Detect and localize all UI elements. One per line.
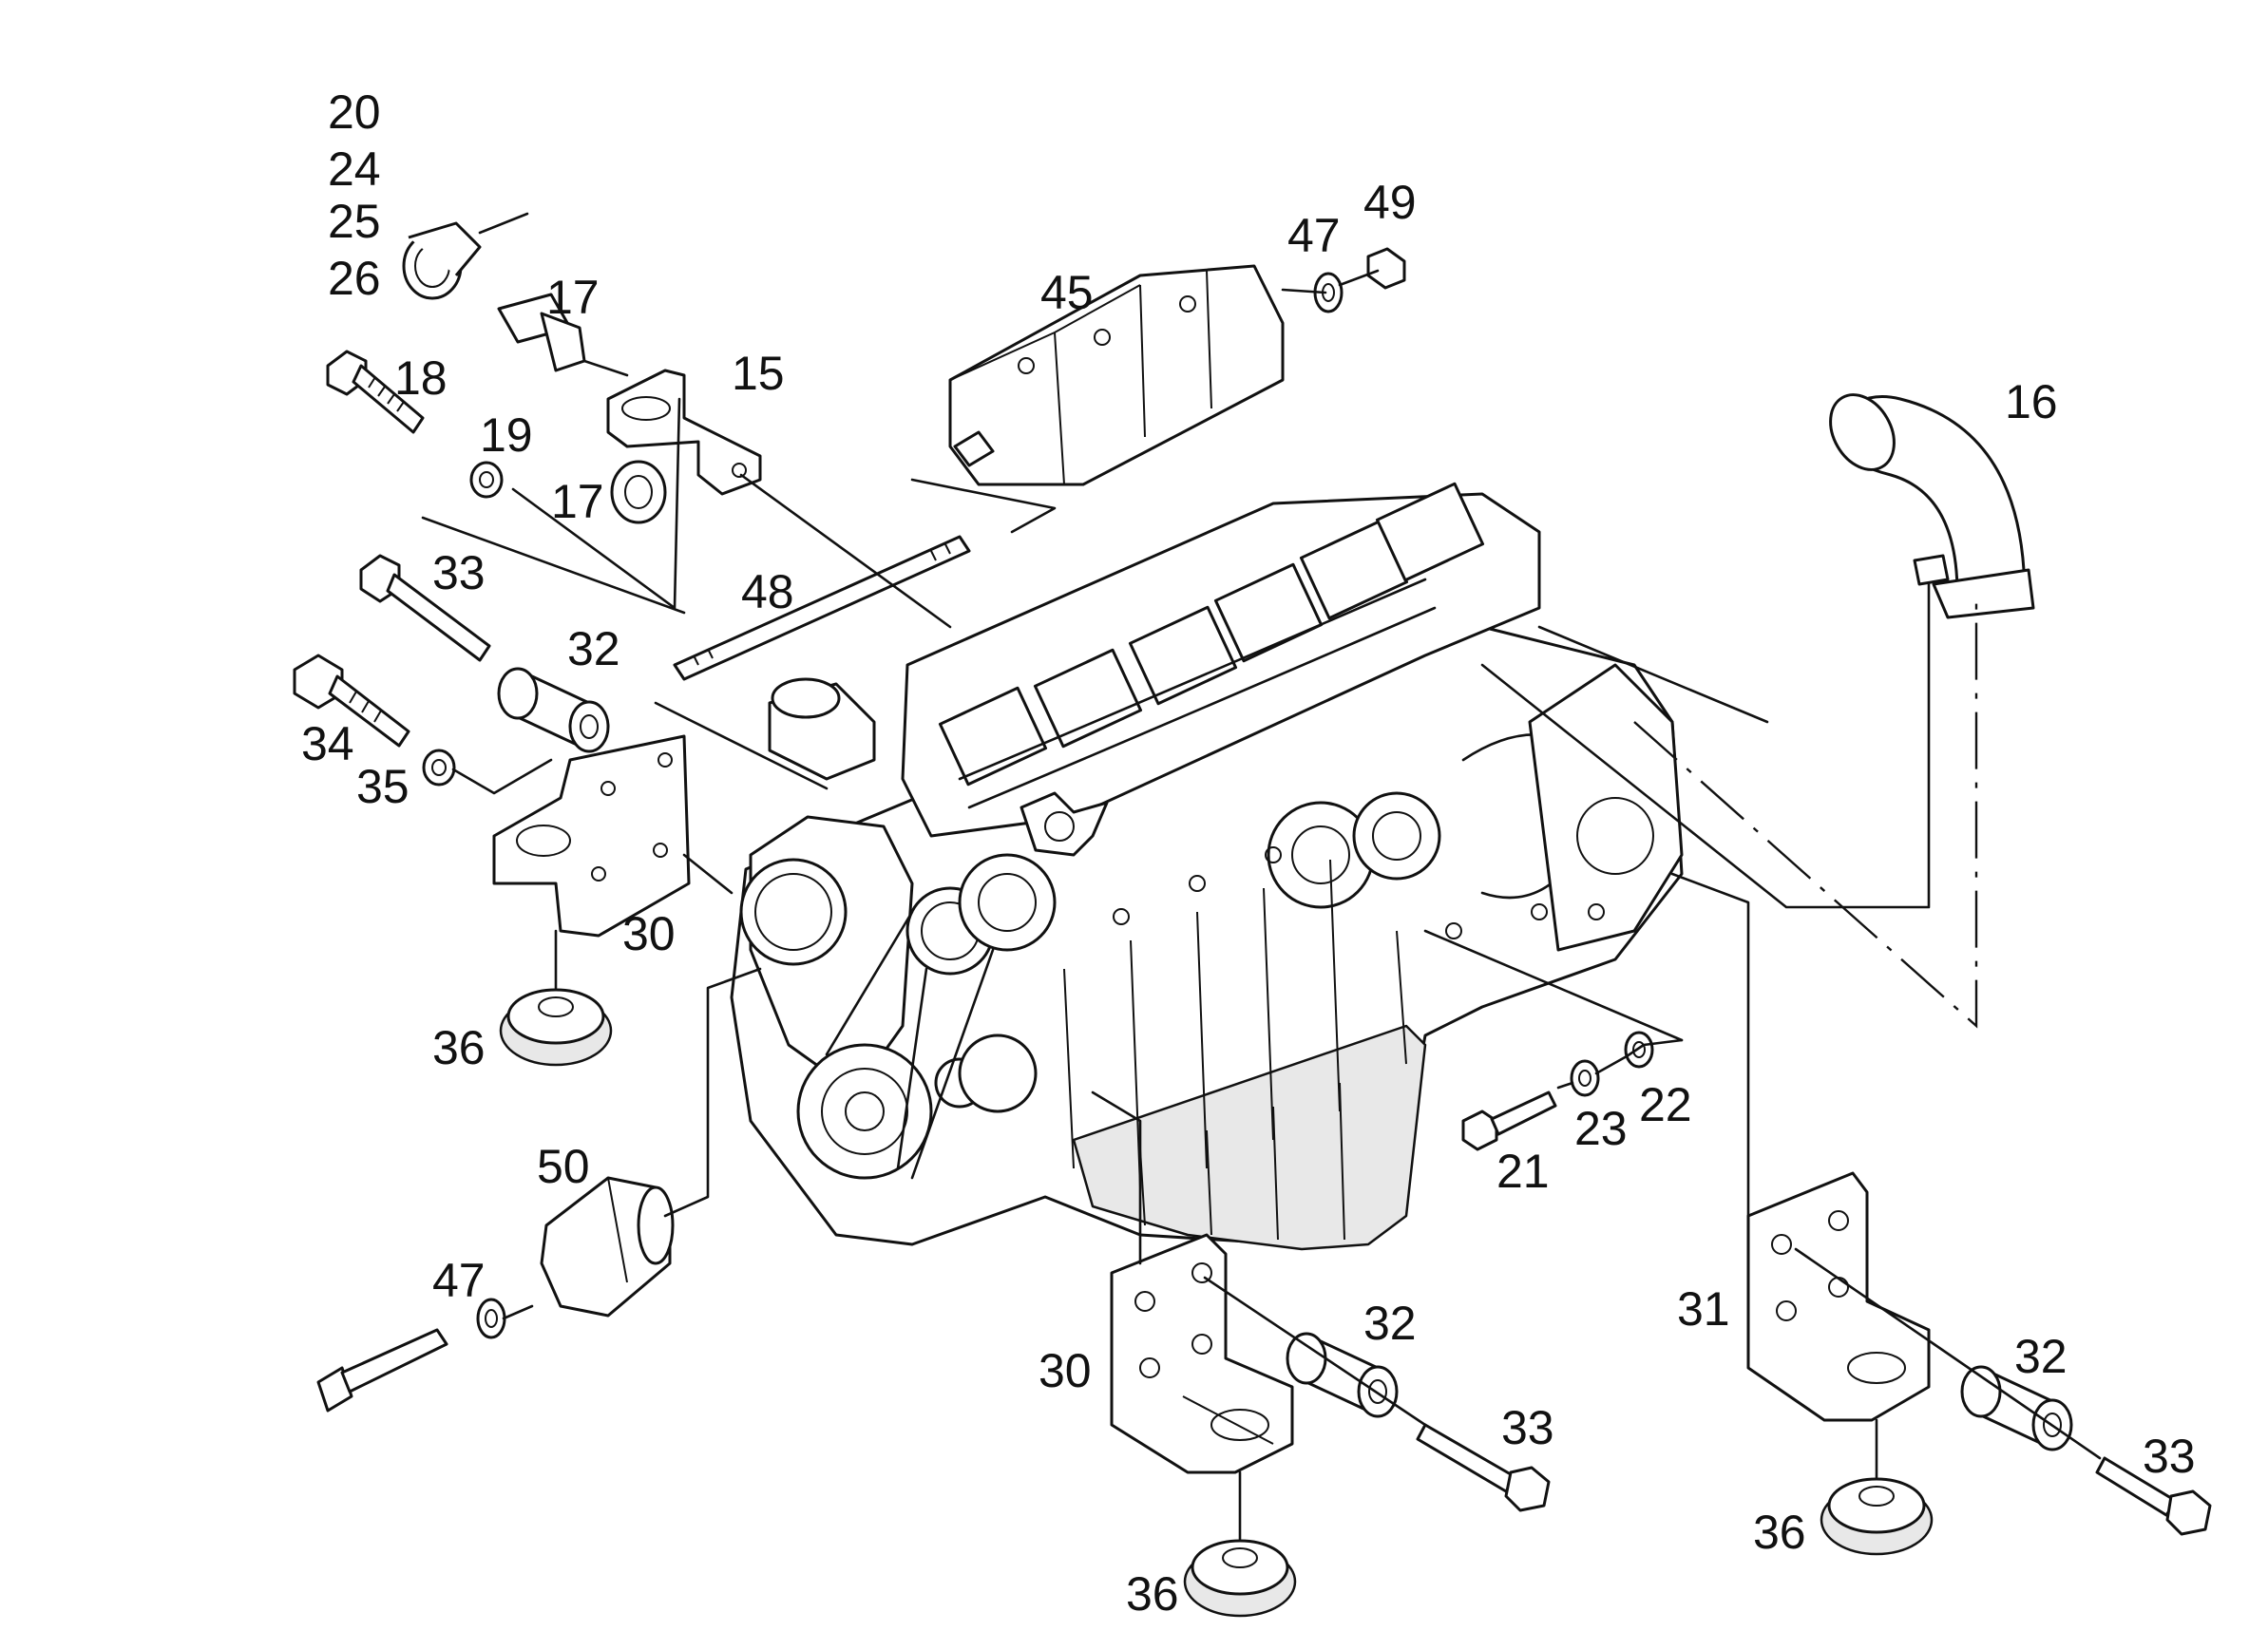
callout-25: 25 [328,195,381,248]
nut-49 [1366,247,1406,290]
callout-31: 31 [1677,1282,1730,1336]
callout-36-right: 36 [1753,1506,1806,1559]
pump-50 [540,1176,675,1318]
socket-bolt [316,1328,448,1413]
hydraulic-pump-45 [948,264,1285,486]
bolt-33-bottom [1416,1423,1551,1512]
callout-20: 20 [328,85,381,139]
callout-35: 35 [356,760,410,813]
callout-30-bottom: 30 [1039,1344,1092,1397]
callout-50: 50 [537,1140,590,1193]
engine-block [730,482,1684,1251]
washer-23 [1570,1059,1600,1097]
mount-30-left [492,734,691,938]
bolt-33-left [359,554,491,662]
bracket-15 [606,369,762,496]
callout-33-left: 33 [432,546,486,599]
callout-17-bottom: 17 [551,475,604,528]
callout-23: 23 [1574,1102,1628,1155]
washer-35 [422,749,456,787]
callout-33-right: 33 [2143,1430,2196,1483]
callout-49: 49 [1363,176,1417,229]
rubber-mount-36-right [1820,1477,1934,1556]
callout-18: 18 [394,351,448,405]
nut-17 [610,460,667,524]
bolt-34 [293,654,410,748]
leader-lines [421,269,2102,1541]
callout-33-bottom: 33 [1501,1401,1554,1454]
callout-15: 15 [732,347,785,400]
plug-17 [497,293,629,377]
callout-30-left: 30 [622,907,676,960]
sensor-connector [402,212,529,300]
callout-48: 48 [741,565,794,618]
callout-47-bottom: 47 [432,1254,486,1307]
callout-24: 24 [328,142,381,196]
callout-32-right: 32 [2014,1330,2068,1383]
stud-48 [673,535,971,681]
callout-45: 45 [1040,266,1094,319]
callout-26: 26 [328,252,381,305]
callout-32-bottom: 32 [1363,1297,1417,1350]
callout-19: 19 [480,408,533,462]
callout-21: 21 [1496,1145,1550,1198]
rubber-mount-36-left [499,988,613,1067]
washer-22 [1624,1031,1654,1069]
bolt-18 [326,350,425,434]
callout-34: 34 [301,717,354,770]
callout-36-bottom: 36 [1126,1567,1179,1621]
bolt-33-right [2095,1456,2212,1536]
callout-labels: 20 24 25 26 17 18 15 19 17 45 47 49 16 3… [301,85,2196,1621]
bolt-21 [1461,1091,1557,1151]
mount-30-bottom [1110,1233,1294,1474]
callout-17-top: 17 [546,271,600,324]
callout-32-left: 32 [567,622,620,675]
callout-47-top: 47 [1287,209,1341,262]
rubber-mount-36-bottom [1183,1539,1297,1618]
callout-36-left: 36 [432,1021,486,1074]
callout-22: 22 [1639,1078,1692,1131]
spacer-32-left [497,667,610,753]
callout-16: 16 [2005,375,2058,428]
pipe-elbow-16 [1829,393,2035,619]
mount-31-right [1746,1171,1931,1422]
washer-19 [469,461,504,499]
